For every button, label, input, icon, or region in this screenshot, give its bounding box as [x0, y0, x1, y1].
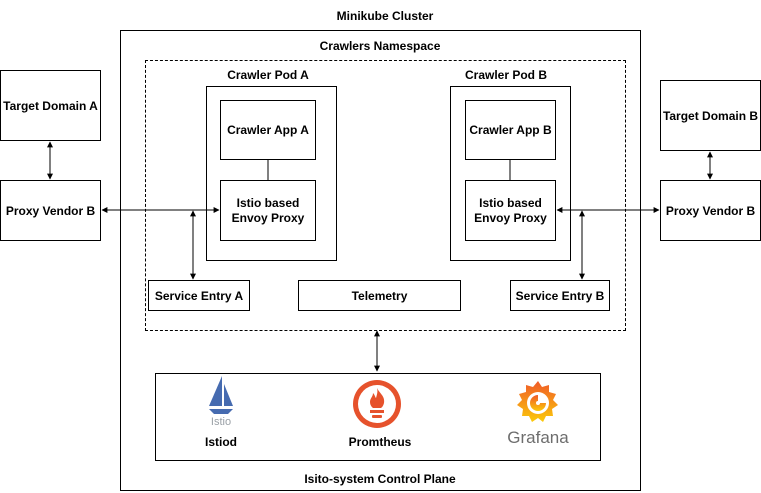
grafana-logo-text: Grafana — [507, 428, 569, 447]
cluster-title: Minikube Cluster — [336, 9, 434, 23]
istio-logo-text: Istio — [210, 416, 232, 428]
pod-a-title: Crawler Pod A — [227, 68, 309, 82]
minikube-cluster-frame — [120, 30, 641, 491]
crawler-pod-a — [206, 86, 337, 261]
grafana-icon — [517, 381, 558, 422]
crawler-app-a[interactable]: Crawler App A — [220, 100, 316, 160]
proxy-vendor-right[interactable]: Proxy Vendor B — [660, 180, 761, 241]
target-domain-b[interactable]: Target Domain B — [660, 80, 761, 151]
service-entry-a[interactable]: Service Entry A — [148, 280, 250, 311]
prometheus-flame-icon — [353, 380, 401, 428]
envoy-proxy-b[interactable]: Istio based Envoy Proxy — [465, 180, 556, 241]
control-plane-title: Isito-system Control Plane — [304, 472, 456, 486]
control-plane-box — [155, 373, 601, 461]
istiod-label: Istiod — [205, 435, 237, 449]
target-domain-a[interactable]: Target Domain A — [0, 70, 101, 141]
telemetry[interactable]: Telemetry — [298, 280, 461, 311]
pod-b-title: Crawler Pod B — [464, 68, 548, 82]
proxy-vendor-left[interactable]: Proxy Vendor B — [0, 180, 101, 241]
envoy-proxy-a[interactable]: Istio based Envoy Proxy — [220, 180, 316, 241]
crawlers-namespace-frame — [145, 60, 626, 331]
namespace-title: Crawlers Namespace — [319, 39, 441, 53]
crawler-pod-b — [450, 86, 571, 261]
service-entry-b[interactable]: Service Entry B — [510, 280, 610, 311]
istio-sail-icon — [209, 376, 233, 414]
prometheus-label: Promtheus — [348, 435, 412, 449]
crawler-app-b[interactable]: Crawler App B — [465, 100, 556, 160]
